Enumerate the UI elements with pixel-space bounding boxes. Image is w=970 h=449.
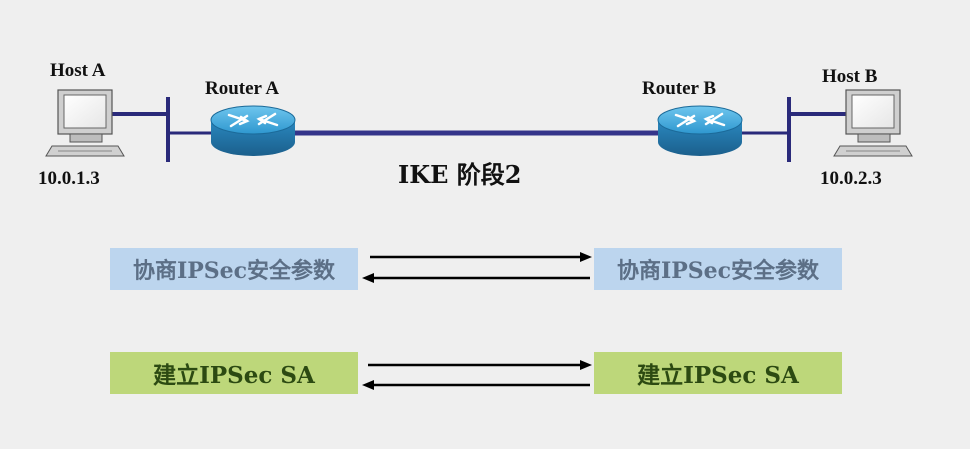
row1-arrows: [362, 252, 592, 283]
router-a-label: Router A: [205, 78, 280, 99]
phase-label: IKE 阶段2: [398, 160, 522, 189]
row2-arrows: [362, 360, 592, 390]
row2-right-box: 建立IPSec SA: [594, 352, 842, 394]
host-b-computer-icon: [833, 89, 913, 157]
router-b-label: Router B: [642, 78, 717, 99]
host-a-ip: 10.0.1.3: [38, 168, 100, 189]
row1-right-box: 协商IPSec安全参数: [594, 248, 842, 290]
host-b-ip: 10.0.2.3: [820, 168, 882, 189]
link-segments: [110, 97, 848, 162]
host-b-label: Host B: [822, 66, 878, 87]
router-b-icon: [657, 105, 743, 156]
row2-left-box: 建立IPSec SA: [110, 352, 358, 394]
row1-left-box: 协商IPSec安全参数: [110, 248, 358, 290]
router-a-icon: [210, 105, 296, 156]
host-a-computer-icon: [45, 89, 125, 157]
host-a-label: Host A: [50, 60, 106, 81]
